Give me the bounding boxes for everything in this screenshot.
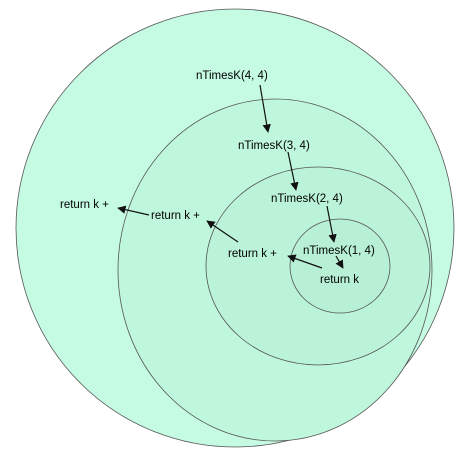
call-1-label: nTimesK(1, 4) [303, 245, 375, 257]
arrow-return-level-3 [117, 205, 150, 216]
arrow-base-return [287, 254, 323, 269]
return-level-4-label: return k + [60, 199, 109, 211]
call-3-label: nTimesK(3, 4) [238, 140, 310, 152]
arrow-call-4-to-3 [259, 84, 271, 133]
call-1-circle [289, 218, 391, 314]
call-2-label: nTimesK(2, 4) [271, 193, 343, 205]
arrow-call-2-to-1 [326, 205, 337, 243]
return-level-3-label: return k + [151, 210, 200, 222]
return-level-2-label: return k + [228, 248, 277, 260]
call-4-label: nTimesK(4, 4) [196, 70, 268, 82]
base-return-label: return k [320, 274, 359, 286]
arrow-call-1-to-base [335, 255, 344, 269]
arrow-call-3-to-2 [287, 151, 299, 191]
arrow-return-level-2 [206, 220, 239, 243]
